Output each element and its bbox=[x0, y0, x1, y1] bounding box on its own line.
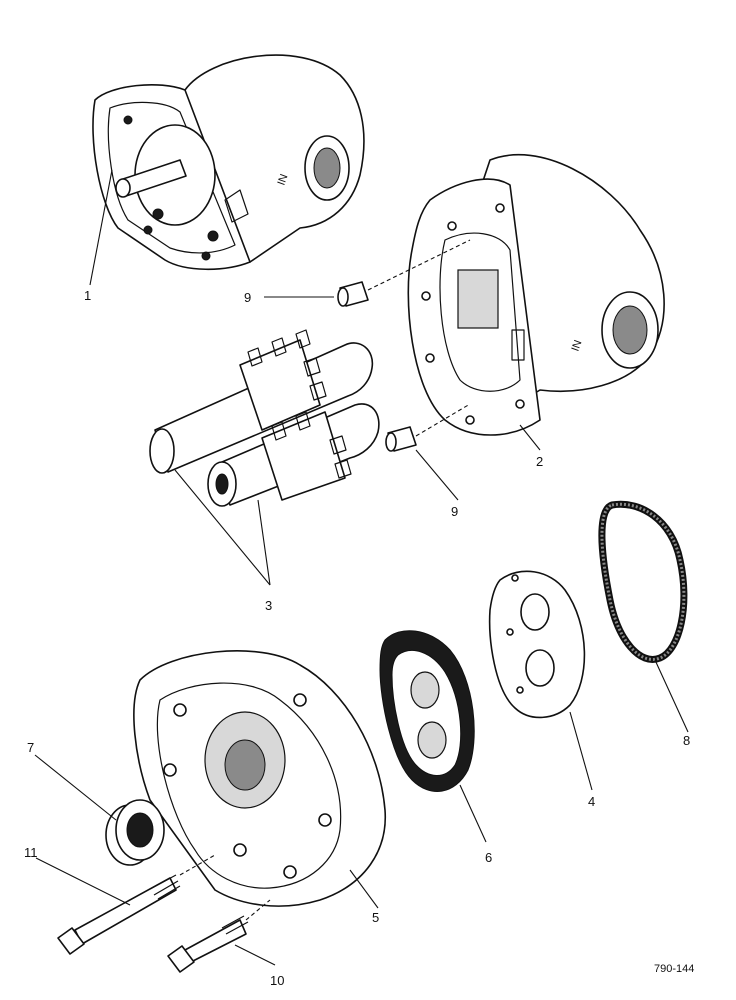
callout-11: 11 bbox=[24, 845, 38, 860]
callout-10: 10 bbox=[270, 973, 284, 988]
callout-1: 1 bbox=[84, 288, 91, 303]
callout-6: 6 bbox=[485, 850, 492, 865]
part-11-long-bolt bbox=[57, 874, 181, 955]
part-9-dowel-pin-upper bbox=[337, 281, 369, 307]
part-8-seal-ring bbox=[598, 500, 688, 663]
callout-8: 8 bbox=[683, 733, 690, 748]
part-5-end-cover bbox=[133, 650, 387, 907]
part-3-drive-gear bbox=[149, 329, 374, 474]
part-1-pump-assembly: IN bbox=[92, 54, 365, 271]
svg-text:IN: IN bbox=[570, 339, 585, 353]
leader-lines bbox=[34, 169, 689, 966]
callout-5: 5 bbox=[372, 910, 379, 925]
part-4-gasket-plate bbox=[488, 570, 586, 719]
part-6-wear-plate bbox=[379, 630, 475, 792]
callout-4: 4 bbox=[588, 794, 595, 809]
svg-text:IN: IN bbox=[276, 173, 291, 187]
part-9-dowel-pin-lower bbox=[385, 426, 417, 452]
callout-7: 7 bbox=[27, 740, 34, 755]
part-2-pump-body: IN bbox=[407, 154, 665, 436]
callout-9-lower: 9 bbox=[451, 504, 458, 519]
callout-2: 2 bbox=[536, 454, 543, 469]
part-7-shaft-seal bbox=[105, 799, 165, 866]
callout-3: 3 bbox=[265, 598, 272, 613]
drawing-code: 790-144 bbox=[654, 963, 694, 975]
callout-9-upper: 9 bbox=[244, 290, 251, 305]
part-10-short-bolt bbox=[167, 915, 249, 973]
alignment-line-lower bbox=[415, 403, 471, 437]
alignment-line-upper bbox=[367, 239, 471, 291]
part-3-driven-gear bbox=[207, 403, 380, 507]
